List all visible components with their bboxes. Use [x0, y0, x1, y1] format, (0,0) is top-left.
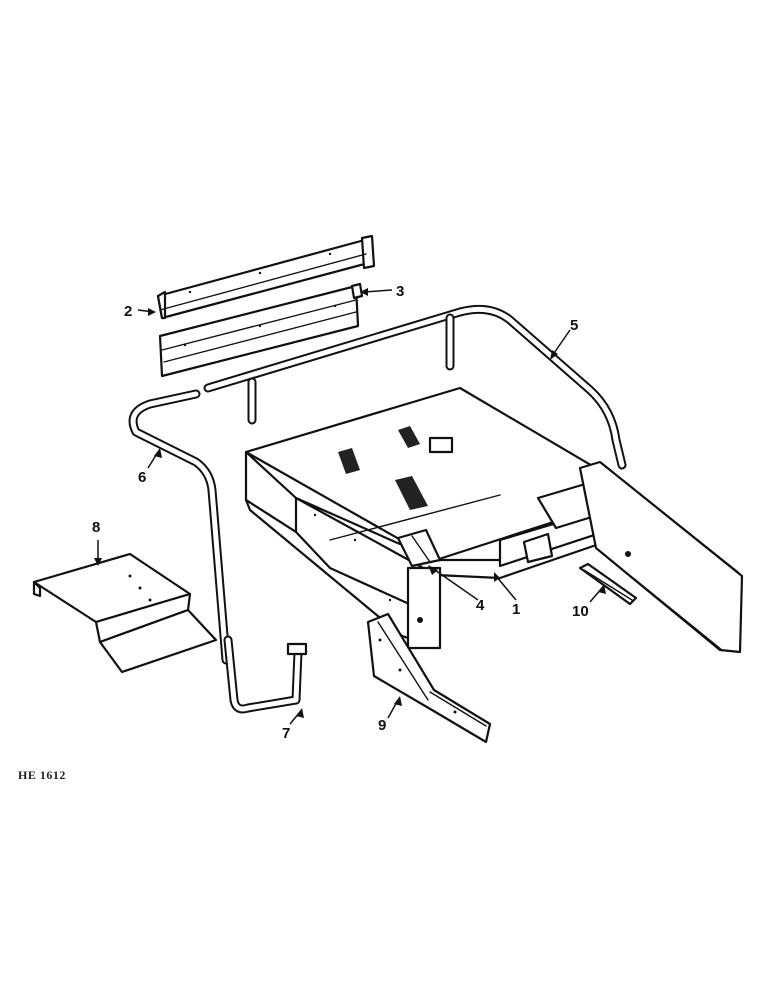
part-4-bracket [396, 528, 442, 568]
callout-1: 1 [512, 601, 520, 618]
callout-10: 10 [572, 603, 589, 620]
callouts: 1 2 3 4 5 6 7 8 9 10 [92, 283, 589, 742]
callout-5: 5 [570, 317, 578, 334]
part-10-angle-bracket [578, 562, 638, 606]
right-side-panel [578, 460, 744, 654]
figure-code: HE 1612 [18, 768, 66, 782]
part-3-lower-panel [158, 282, 364, 378]
callout-7: 7 [282, 725, 290, 742]
callout-6: 6 [138, 469, 146, 486]
callout-2: 2 [124, 303, 132, 320]
callout-4: 4 [476, 597, 485, 614]
callout-3: 3 [396, 283, 404, 300]
part-9-side-bracket [366, 612, 492, 744]
part-6-left-rail [128, 389, 231, 665]
part-5-upper-rail [203, 304, 627, 470]
part-2-upper-panel [156, 234, 376, 320]
part-8-step-plate [32, 552, 218, 674]
callout-8: 8 [92, 519, 100, 536]
part-7-support-bar [223, 635, 308, 714]
callout-9: 9 [378, 717, 386, 734]
leader-lines [94, 288, 606, 725]
